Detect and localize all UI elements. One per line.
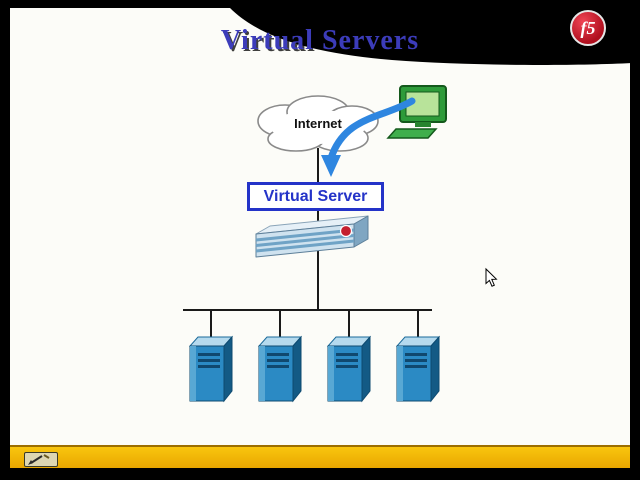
computer-icon xyxy=(386,85,447,139)
virtual-server-box: Virtual Server xyxy=(247,182,384,211)
request-arrow-icon xyxy=(321,97,416,177)
bottom-accent-bar xyxy=(10,445,630,468)
server-tower xyxy=(257,335,303,403)
slide-title: Virtual Servers xyxy=(220,25,420,56)
server-tower xyxy=(395,335,441,403)
pen-tool-button[interactable] xyxy=(24,452,58,467)
header-swoosh-decoration xyxy=(230,8,632,65)
internet-label: Internet xyxy=(294,116,342,131)
virtual-server-label: Virtual Server xyxy=(263,187,368,205)
server-tower xyxy=(188,335,234,403)
f5-ball-icon xyxy=(339,224,353,238)
f5-logo-text: f5 xyxy=(580,17,596,38)
mouse-cursor xyxy=(485,267,498,287)
internet-cloud xyxy=(257,95,379,152)
bigip-appliance xyxy=(255,215,369,258)
pen-icon xyxy=(28,454,50,465)
f5-logo: f5 xyxy=(570,10,606,46)
server-tower xyxy=(326,335,372,403)
